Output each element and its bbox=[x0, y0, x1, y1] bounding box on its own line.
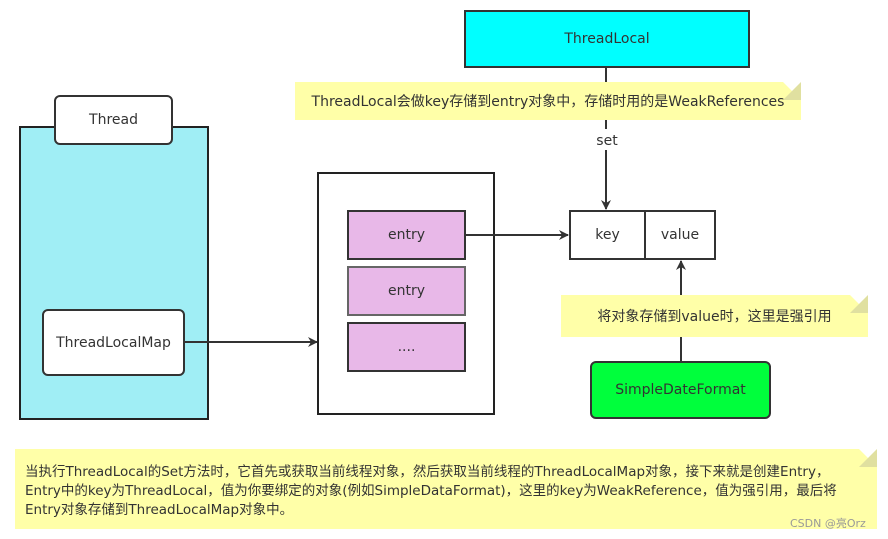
note-bottom-line-2: Entry中的key为ThreadLocal，值为你要绑定的对象(例如Simpl… bbox=[25, 483, 837, 499]
note-bottom-line-3: Entry对象存储到ThreadLocalMap对象中。 bbox=[25, 502, 294, 518]
entry-label-3: .... bbox=[397, 339, 416, 355]
threadlocal-box: ThreadLocal bbox=[464, 10, 750, 68]
note-value: 将对象存储到value时，这里是强引用 bbox=[561, 295, 868, 337]
thread-title-box: Thread bbox=[54, 95, 173, 145]
note-value-fold bbox=[850, 295, 868, 313]
entry-label-1: entry bbox=[387, 227, 426, 243]
note-top-fold bbox=[783, 82, 801, 100]
threadlocalmap-box: ThreadLocalMap bbox=[42, 309, 185, 376]
entry-box-1: entry bbox=[347, 210, 466, 260]
entry-box-2: entry bbox=[347, 266, 466, 316]
threadlocalmap-label: ThreadLocalMap bbox=[56, 334, 171, 351]
note-bottom-fold bbox=[859, 449, 877, 467]
key-label: key bbox=[595, 227, 620, 243]
entry-label-2: entry bbox=[387, 283, 426, 299]
note-top-text: ThreadLocal会做key存储到entry对象中，存储时用的是WeakRe… bbox=[311, 94, 785, 110]
entry-box-3: .... bbox=[347, 322, 466, 372]
note-bottom-line-1: 当执行ThreadLocal的Set方法时，它首先或获取当前线程对象，然后获取当… bbox=[25, 464, 830, 480]
simpledateformat-box: SimpleDateFormat bbox=[590, 361, 771, 419]
note-top: ThreadLocal会做key存储到entry对象中，存储时用的是WeakRe… bbox=[295, 82, 801, 120]
set-label: set bbox=[596, 133, 618, 149]
threadlocal-label: ThreadLocal bbox=[564, 31, 650, 47]
note-bottom: 当执行ThreadLocal的Set方法时，它首先或获取当前线程对象，然后获取当… bbox=[15, 449, 877, 529]
watermark: CSDN @亮Orz bbox=[790, 517, 866, 530]
thread-label: Thread bbox=[89, 112, 138, 128]
value-label: value bbox=[660, 227, 700, 243]
note-value-text: 将对象存储到value时，这里是强引用 bbox=[597, 309, 832, 325]
simpledateformat-label: SimpleDateFormat bbox=[615, 382, 746, 398]
value-box: value bbox=[644, 210, 716, 260]
